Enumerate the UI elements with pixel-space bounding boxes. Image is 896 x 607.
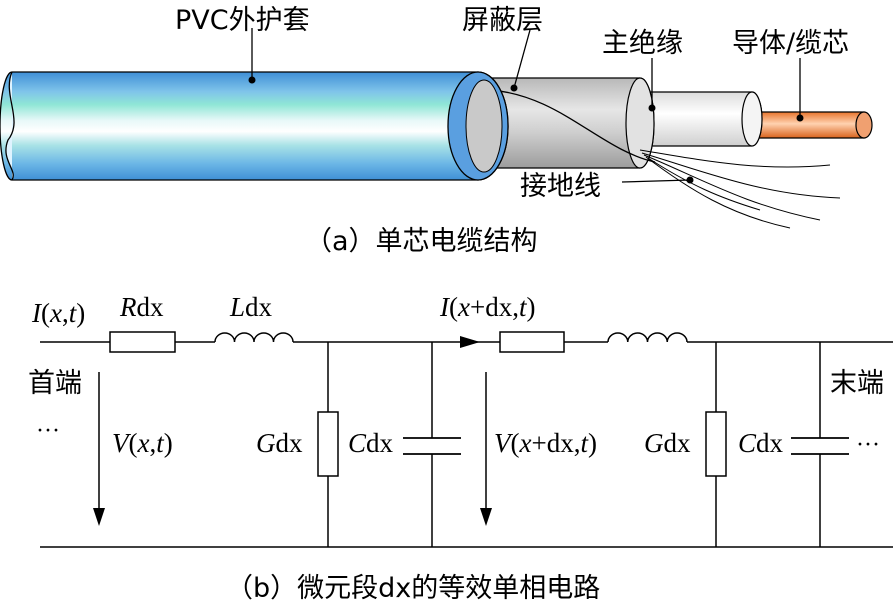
capacitor-c1 bbox=[403, 437, 461, 455]
insulation-label: 主绝缘 bbox=[602, 28, 683, 59]
capacitance-label-1: Cdx bbox=[348, 428, 394, 458]
cable-shield bbox=[477, 77, 656, 169]
ground-wire-label: 接地线 bbox=[520, 171, 601, 202]
conductance-label-1: Gdx bbox=[256, 428, 303, 458]
tail-end-label: 末端 bbox=[830, 368, 884, 399]
current-arrow bbox=[460, 336, 480, 348]
voltage-in-label: V(x,t) bbox=[112, 428, 173, 458]
current-in-label: I(x,t) bbox=[31, 298, 85, 328]
cable-conductor bbox=[751, 111, 873, 139]
resistor-r2 bbox=[499, 331, 565, 353]
shield-label: 屏蔽层 bbox=[462, 5, 543, 36]
inductance-label: Ldx bbox=[229, 292, 273, 322]
conductance-g1 bbox=[317, 411, 339, 477]
cable-ground-wire bbox=[639, 149, 841, 229]
capacitor-c2 bbox=[791, 437, 849, 455]
conductor-label: 导体/缆芯 bbox=[732, 28, 849, 59]
current-out-label: I(x+dx,t) bbox=[439, 292, 535, 322]
cable-main-insulation bbox=[639, 91, 763, 147]
cable-pvc-sheath bbox=[0, 71, 509, 181]
circuit-caption: （b）微元段dx的等效单相电路 bbox=[226, 573, 600, 604]
head-end-label: 首端 bbox=[28, 368, 82, 399]
conductance-g2 bbox=[705, 411, 727, 477]
tail-ellipsis: ··· bbox=[856, 432, 880, 458]
voltage-arrow-out bbox=[480, 372, 492, 526]
cable-caption: （a）单芯电缆结构 bbox=[305, 226, 538, 257]
conductance-label-2: Gdx bbox=[644, 428, 691, 458]
cable-leaders bbox=[248, 28, 804, 184]
inductor-l2 bbox=[607, 332, 688, 343]
capacitance-label-2: Cdx bbox=[738, 428, 784, 458]
head-ellipsis: ··· bbox=[36, 418, 60, 444]
pvc-label: PVC外护套 bbox=[175, 5, 310, 36]
resistor-r1 bbox=[109, 331, 176, 353]
circuit-wires bbox=[40, 341, 893, 548]
inductor-l1 bbox=[214, 332, 294, 343]
voltage-arrow-in bbox=[93, 372, 105, 526]
voltage-out-label: V(x+dx,t) bbox=[494, 428, 597, 458]
resistance-label: Rdx bbox=[119, 292, 164, 322]
